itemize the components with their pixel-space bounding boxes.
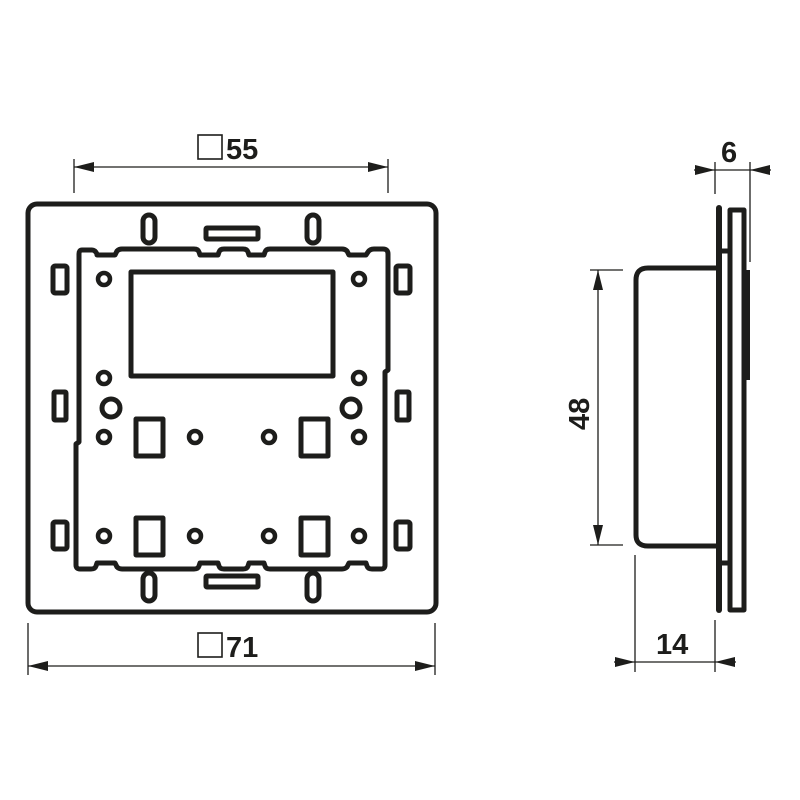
height-label: 48 [564,398,596,430]
square-pad [298,416,331,459]
oval-slot [140,212,158,246]
dimension-outer-width [27,623,436,675]
square-symbol-icon [197,632,223,658]
oval-slot [304,212,322,246]
square-pad [133,515,166,558]
device-body [633,265,718,549]
square-symbol-icon [197,134,223,160]
dimension-inner-width [73,134,389,193]
vertical-slot [50,263,70,296]
outer-width-label: 71 [226,632,258,664]
oval-slot [140,570,158,604]
front-view [25,201,439,615]
square-pad [298,515,331,558]
dimension-frame-thickness [694,162,771,262]
mounting-plate [73,246,391,572]
outer-frame [25,201,439,615]
inner-width-label: 55 [226,134,258,166]
vertical-slot [51,389,69,423]
depth-label: 14 [656,629,688,661]
oval-slot [304,570,322,604]
vertical-slot [393,519,413,552]
vertical-slot [50,519,70,552]
screw-holes [95,270,368,545]
frame-thickness-label: 6 [721,137,737,169]
square-pad [133,416,166,459]
large-hole [339,396,363,420]
dimension-height [590,269,623,546]
horizontal-slot [203,225,261,242]
dimension-depth [614,555,736,672]
display-window [128,269,336,379]
large-hole [99,396,123,420]
side-view [633,205,750,613]
horizontal-slot [203,573,261,590]
vertical-slot [394,389,412,423]
vertical-slot [393,263,413,296]
frame-profile [727,207,747,613]
